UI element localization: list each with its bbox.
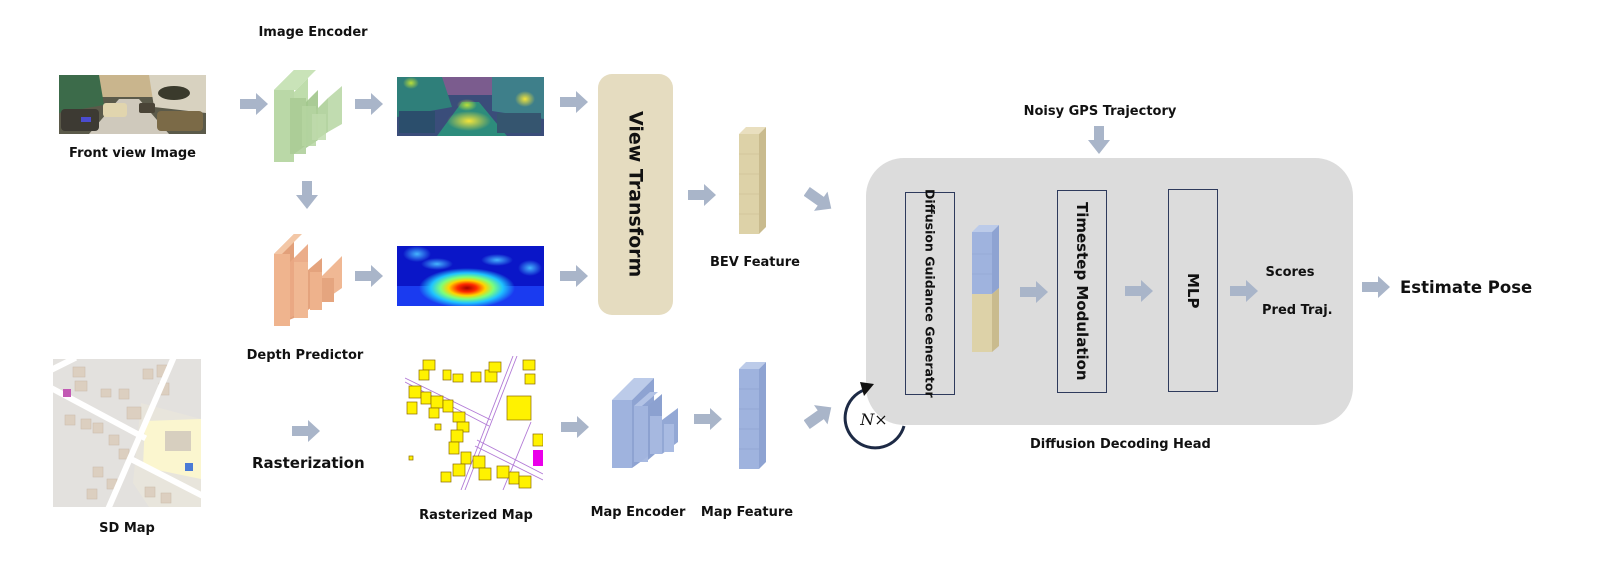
scores-label: Scores (1265, 265, 1315, 280)
arrow-noisy-gps-to-head (1088, 126, 1110, 154)
street-photo-icon (59, 75, 206, 134)
depth-map (397, 246, 544, 306)
image-encoder-label: Image Encoder (258, 25, 368, 40)
diffusion-guidance-generator-box: Diffusion Guidance Generator (905, 189, 955, 398)
front-view-image (59, 75, 206, 134)
image-encoder-block (274, 70, 342, 162)
view-transform-label: View Transform (624, 111, 647, 278)
arrow-head-to-output (1362, 276, 1390, 298)
diffusion-guidance-generator-label: Diffusion Guidance Generator (922, 189, 938, 398)
diffusion-decoding-head (866, 158, 1353, 425)
arrow-depth-to-map (355, 265, 383, 287)
arrow-depth-to-view-transform (560, 265, 588, 287)
estimate-pose-label: Estimate Pose (1400, 278, 1533, 297)
map-encoder-label: Map Encoder (590, 505, 686, 520)
loop-arrow-icon[interactable] (838, 376, 914, 452)
arrow-map-encoder-to-feature (694, 408, 722, 430)
image-feature-map (397, 77, 544, 136)
pred-traj-label: Pred Traj. (1262, 303, 1333, 318)
mlp-box: MLP (1168, 189, 1218, 392)
depth-heatmap-icon (397, 246, 544, 306)
bev-feature-label: BEV Feature (709, 255, 801, 270)
depth-predictor-label: Depth Predictor (246, 348, 364, 363)
attention-feature-map-icon (397, 77, 544, 136)
view-transform-block: View Transform (598, 74, 673, 315)
fused-feature-block (972, 225, 999, 352)
osm-map-tile-icon (53, 359, 201, 507)
arrow-timestep-to-mlp (1125, 280, 1153, 302)
noisy-gps-label: Noisy GPS Trajectory (1023, 104, 1177, 119)
bev-feature-block (739, 127, 766, 234)
rasterized-map-icon (405, 356, 543, 490)
map-feature-label: Map Feature (700, 505, 794, 520)
sd-map-label: SD Map (99, 521, 155, 536)
sd-map-image (53, 359, 201, 507)
arrow-encoder-to-feature (355, 93, 383, 115)
arrow-raster-to-map-encoder (561, 416, 589, 438)
arrow-mlp-to-outputs (1230, 280, 1258, 302)
arrow-view-transform-to-bev (688, 184, 716, 206)
depth-predictor-block (274, 234, 342, 326)
diffusion-decoding-head-label: Diffusion Decoding Head (1030, 437, 1211, 452)
rasterized-map-label: Rasterized Map (419, 508, 533, 523)
mlp-label: MLP (1184, 272, 1202, 309)
timestep-modulation-label: Timestep Modulation (1073, 202, 1091, 381)
arrow-map-feature-to-head (804, 405, 832, 429)
front-view-label: Front view Image (69, 146, 196, 161)
arrow-guidance-to-timestep (1020, 281, 1048, 303)
arrow-encoder-to-depth (296, 181, 318, 209)
map-encoder-block (612, 378, 678, 468)
rasterization-label: Rasterization (252, 454, 365, 472)
arrow-bev-to-head (804, 187, 832, 211)
arrow-rasterization (292, 420, 320, 442)
rasterized-map-image (405, 356, 543, 490)
loop-count-label: N× (860, 410, 888, 429)
map-feature-block (739, 362, 766, 469)
timestep-modulation-box: Timestep Modulation (1057, 190, 1107, 393)
arrow-front-to-encoder (240, 93, 268, 115)
arrow-feature-to-view-transform (560, 91, 588, 113)
